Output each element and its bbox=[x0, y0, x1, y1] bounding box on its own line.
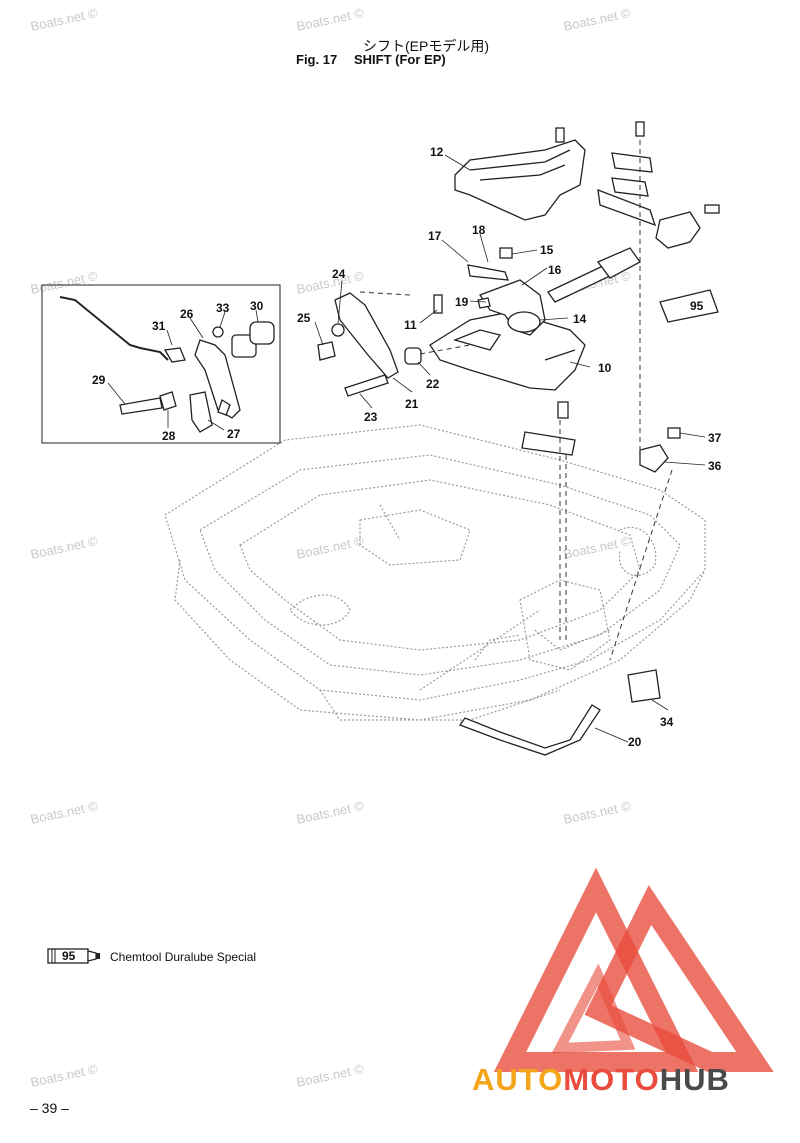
legend-text: Chemtool Duralube Special bbox=[110, 950, 257, 964]
part-label: 33 bbox=[216, 301, 230, 315]
part-label: 23 bbox=[364, 410, 378, 424]
part-34-grommet bbox=[627, 669, 661, 703]
part-25-cap bbox=[317, 341, 336, 361]
part-label: 19 bbox=[455, 295, 469, 309]
brand-part-moto: MOTO bbox=[563, 1062, 660, 1097]
part-label: 11 bbox=[404, 318, 417, 332]
page-number: – 39 – bbox=[30, 1100, 69, 1116]
part-number-labels: 12 15 16 17 18 19 14 11 10 24 25 22 21 2… bbox=[92, 145, 722, 749]
part-17-link bbox=[467, 264, 509, 281]
rod-clip bbox=[163, 347, 186, 363]
screw bbox=[555, 127, 565, 143]
part-label: 17 bbox=[428, 229, 442, 243]
shift-lever bbox=[194, 339, 241, 419]
part-label: 27 bbox=[227, 427, 241, 441]
part-label: 14 bbox=[573, 312, 587, 326]
part-label: 36 bbox=[708, 459, 722, 473]
part-23-bolt bbox=[344, 374, 389, 397]
part-label: 21 bbox=[405, 397, 419, 411]
shift-rod bbox=[59, 296, 169, 361]
inset-parts bbox=[59, 296, 275, 433]
part-label: 12 bbox=[430, 145, 444, 159]
plate bbox=[521, 431, 576, 456]
lubricant-code: 95 bbox=[690, 299, 704, 313]
bracket bbox=[597, 189, 657, 227]
part-36-clamp bbox=[639, 444, 669, 473]
brand-part-auto: AUTO bbox=[472, 1062, 564, 1097]
part-14-collar bbox=[507, 311, 541, 333]
link bbox=[189, 391, 213, 433]
pin bbox=[217, 399, 231, 416]
lubricant-marker: 95 bbox=[690, 299, 704, 313]
part-label: 31 bbox=[152, 319, 166, 333]
part-11-bolt bbox=[433, 294, 443, 314]
part-label: 20 bbox=[628, 735, 642, 749]
part-label: 29 bbox=[92, 373, 106, 387]
switch bbox=[655, 211, 701, 249]
brand-wordmark: AUTOMOTOHUB bbox=[472, 1062, 730, 1098]
part-label: 34 bbox=[660, 715, 674, 729]
screw bbox=[704, 204, 720, 214]
part-label: 37 bbox=[708, 431, 722, 445]
nut bbox=[159, 391, 177, 411]
figure-title: SHIFT (For EP) bbox=[354, 52, 446, 67]
part-24-nut bbox=[331, 323, 345, 337]
part-label: 22 bbox=[426, 377, 440, 391]
part-label: 18 bbox=[472, 223, 486, 237]
lubricant-tube-icon: 95 bbox=[47, 948, 100, 964]
part-label: 16 bbox=[548, 263, 562, 277]
screw bbox=[635, 121, 645, 137]
part-19-clip bbox=[477, 297, 491, 309]
part-22-collar bbox=[404, 347, 422, 365]
figure-number: Fig. 17 bbox=[296, 52, 338, 67]
lower-cowling bbox=[164, 424, 706, 721]
part-label: 24 bbox=[332, 267, 346, 281]
part-15-bolt bbox=[499, 247, 513, 259]
leader-lines bbox=[314, 154, 706, 743]
plate bbox=[611, 177, 649, 197]
part-37-bolt bbox=[667, 427, 681, 439]
inset-leader-lines bbox=[107, 309, 259, 431]
brand-part-hub: HUB bbox=[659, 1062, 730, 1097]
part-label: 30 bbox=[250, 299, 264, 313]
grease-tube bbox=[659, 289, 719, 323]
part-12-cover bbox=[454, 139, 586, 221]
legend-code: 95 bbox=[62, 949, 76, 963]
bushing bbox=[249, 321, 275, 345]
part-21-lever bbox=[334, 292, 399, 379]
part-label: 26 bbox=[180, 307, 194, 321]
part-label: 25 bbox=[297, 311, 311, 325]
screw bbox=[557, 401, 569, 419]
title-japanese: シフト(EPモデル用) bbox=[363, 38, 489, 54]
part-label: 28 bbox=[162, 429, 176, 443]
part-20-bracket bbox=[458, 704, 601, 756]
part-label: 15 bbox=[540, 243, 554, 257]
plate bbox=[611, 152, 653, 173]
washer bbox=[212, 326, 224, 338]
main-parts bbox=[317, 121, 720, 756]
brand-logo-icon bbox=[493, 867, 774, 1072]
bolt bbox=[119, 397, 163, 415]
part-10-bracket bbox=[429, 311, 586, 391]
part-label: 10 bbox=[598, 361, 612, 375]
assembly-lines bbox=[359, 140, 673, 661]
detail-inset-box bbox=[41, 284, 281, 444]
